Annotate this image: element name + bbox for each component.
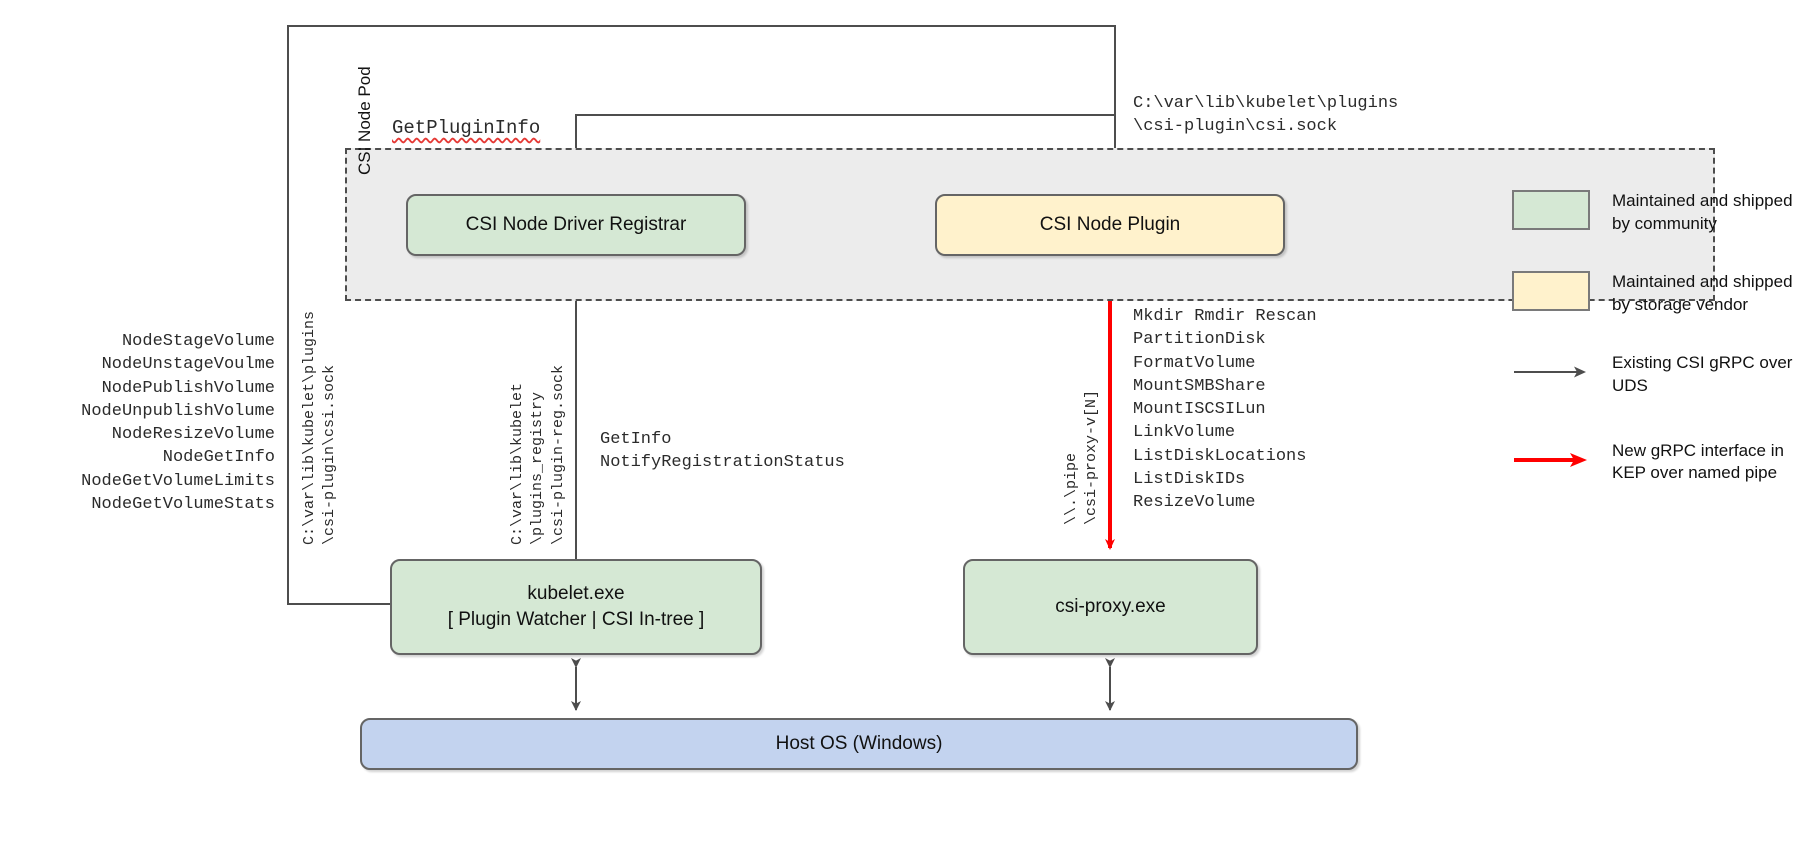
label-registration-calls: GetInfo NotifyRegistrationStatus (600, 430, 845, 473)
red-arrow-icon (1512, 440, 1590, 480)
label-csi-sock-path: C:\var\lib\kubelet\plugins \csi-plugin\c… (301, 310, 339, 545)
node-label-line1: kubelet.exe (527, 583, 625, 605)
label-csi-proxy-operations: Mkdir Rmdir Rescan PartitionDisk FormatV… (1133, 307, 1317, 513)
label-registry-sock-path: C:\var\lib\kubelet \plugins_registry \cs… (509, 364, 567, 545)
csi-node-pod-label: CSI Node Pod (355, 66, 374, 175)
node-csi-proxy-exe[interactable]: csi-proxy.exe (963, 559, 1258, 655)
legend-label: Maintained and shipped by storage vendor (1612, 272, 1793, 314)
label-get-plugin-info: GetPluginInfo (392, 117, 541, 139)
legend-swatch-green (1512, 190, 1590, 230)
node-kubelet-exe[interactable]: kubelet.exe [ Plugin Watcher | CSI In-tr… (390, 559, 762, 655)
node-label: CSI Node Driver Registrar (465, 214, 687, 236)
node-label-line2: [ Plugin Watcher | CSI In-tree ] (447, 609, 705, 630)
legend-label: Existing CSI gRPC over UDS (1612, 353, 1793, 396)
gray-arrow-icon (1512, 352, 1590, 392)
node-csi-node-plugin[interactable]: CSI Node Plugin (935, 194, 1285, 256)
node-label: CSI Node Plugin (1039, 214, 1181, 236)
label-named-pipe-path: \\.\pipe \csi-proxy-v[N] (1063, 389, 1101, 525)
legend-label: Maintained and shipped by community (1612, 191, 1793, 233)
legend-item-storage-vendor: Maintained and shipped by storage vendor (1512, 271, 1812, 316)
node-label: Host OS (Windows) (775, 733, 943, 755)
legend-item-community: Maintained and shipped by community (1512, 190, 1812, 235)
legend-item-new-grpc-named-pipe: New gRPC interface in KEP over named pip… (1512, 440, 1812, 485)
node-label: csi-proxy.exe (1055, 596, 1166, 618)
edge-kubelet-to-node-plugin (287, 25, 1120, 605)
legend: Maintained and shipped by community Main… (1512, 190, 1812, 527)
legend-label: New gRPC interface in KEP over named pip… (1612, 440, 1784, 483)
legend-swatch-yellow (1512, 271, 1590, 312)
node-host-os[interactable]: Host OS (Windows) (360, 718, 1358, 770)
label-node-plugin-socket-path: C:\var\lib\kubelet\plugins \csi-plugin\c… (1133, 94, 1399, 137)
label-node-service-calls: NodeStageVolume NodeUnstageVoulme NodePu… (81, 332, 275, 514)
legend-item-existing-csi-grpc: Existing CSI gRPC over UDS (1512, 352, 1812, 397)
node-csi-node-driver-registrar[interactable]: CSI Node Driver Registrar (406, 194, 746, 256)
